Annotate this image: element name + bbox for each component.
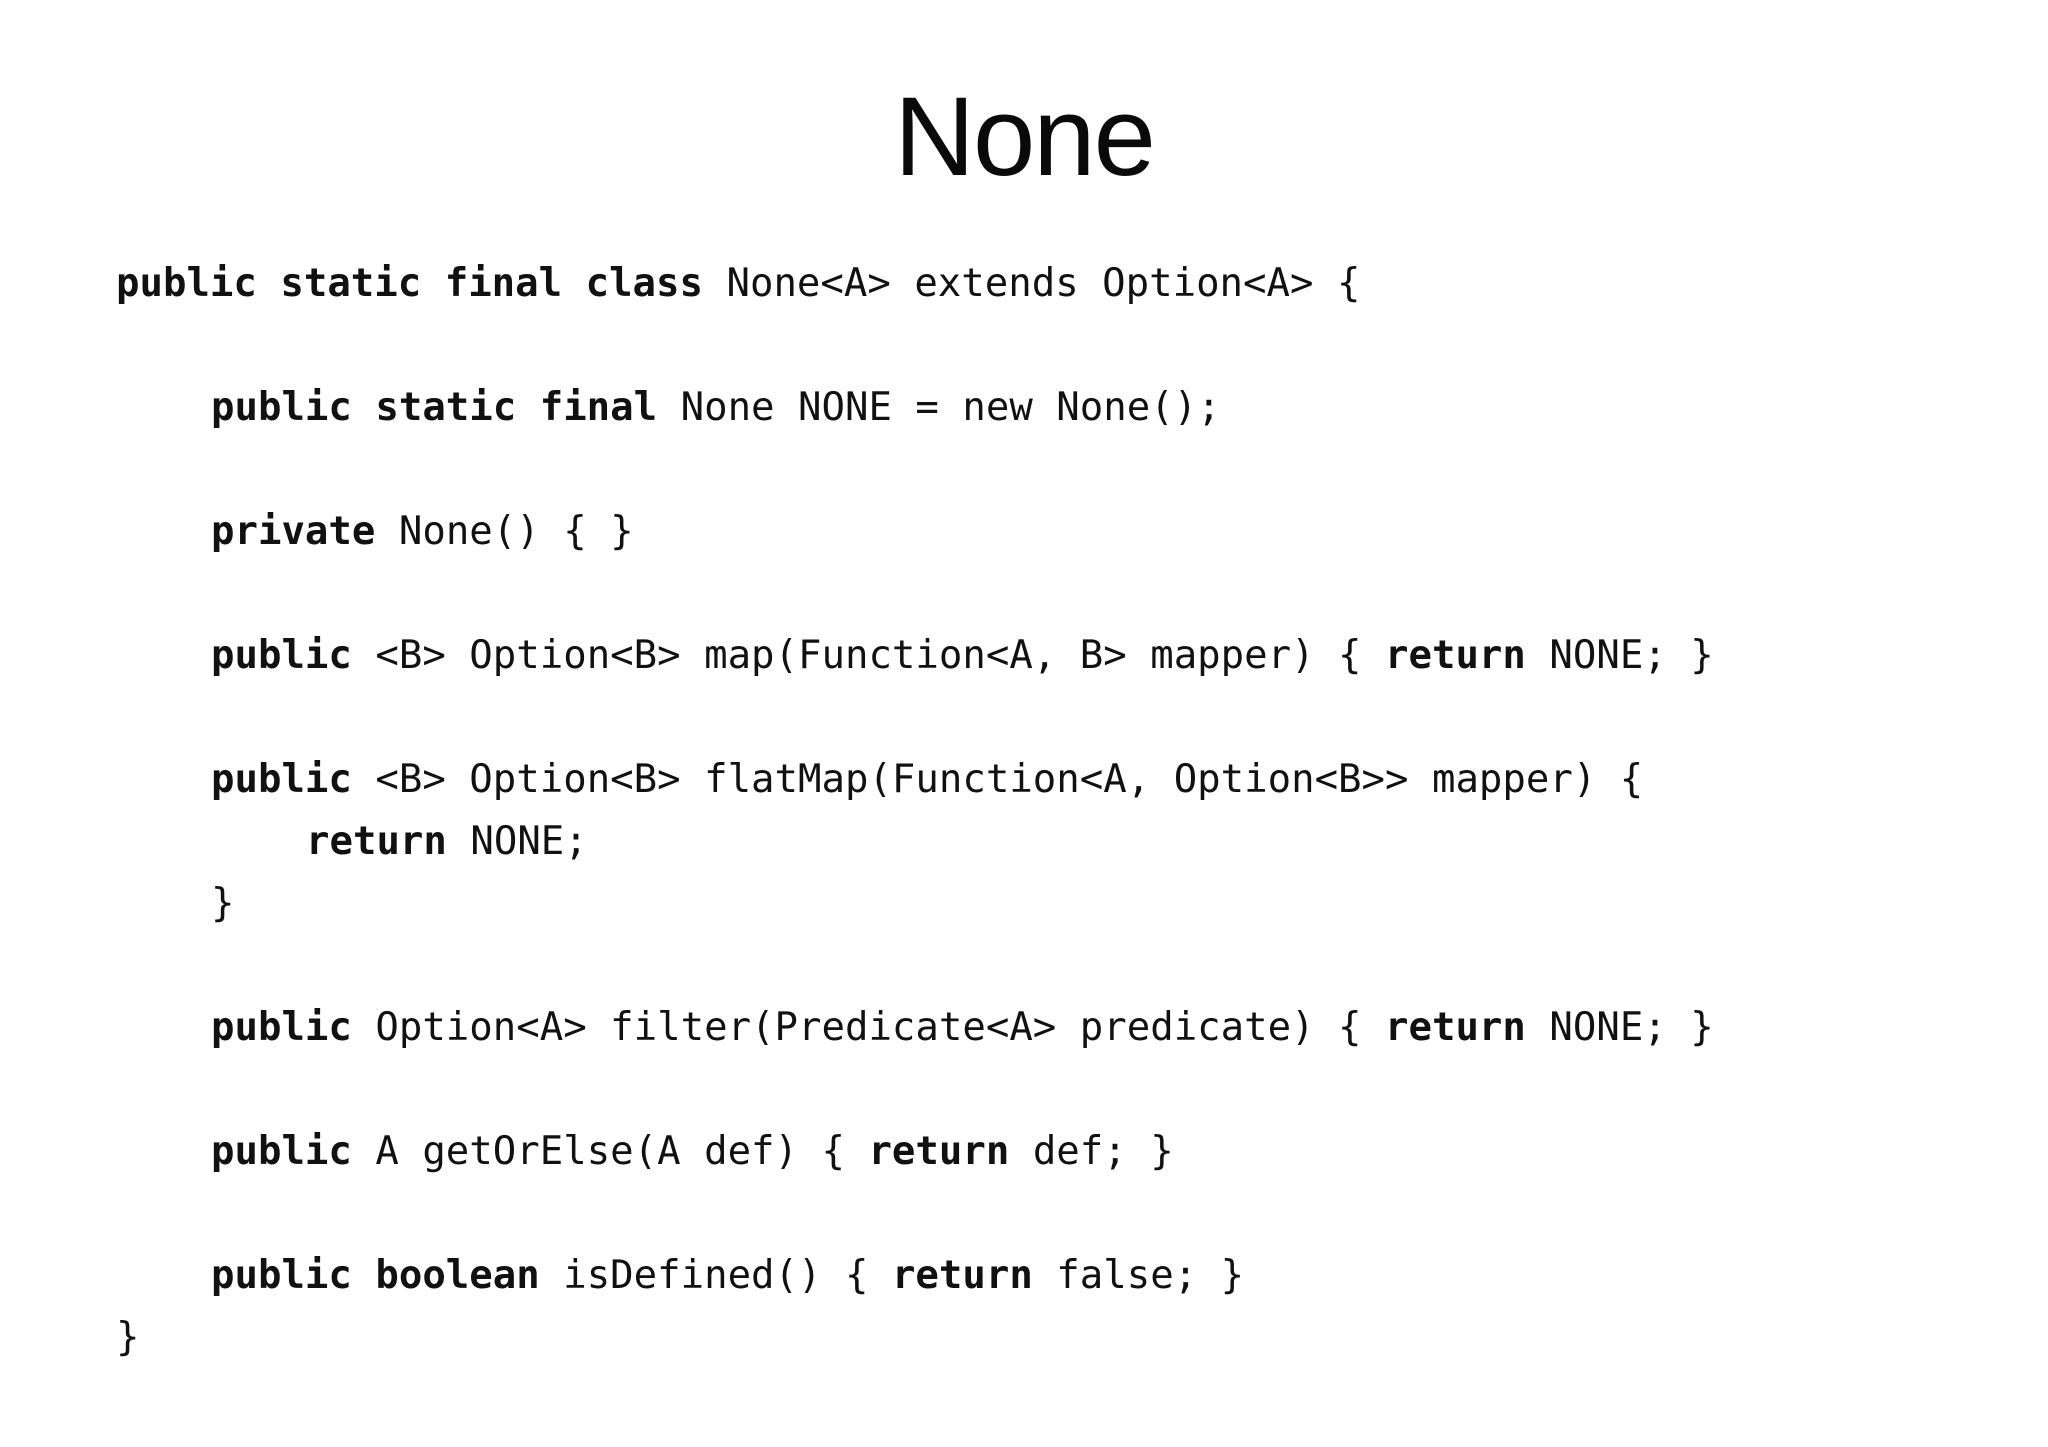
code-keyword-segment: return bbox=[1385, 1005, 1526, 1050]
code-keyword-segment: public static final class bbox=[116, 261, 703, 306]
code-keyword-segment: return bbox=[1385, 633, 1526, 678]
code-keyword-segment: public bbox=[211, 1005, 352, 1050]
code-line: } bbox=[116, 873, 1988, 935]
code-blank-line bbox=[116, 1183, 1988, 1245]
code-line: private None() { } bbox=[116, 501, 1988, 563]
code-keyword-segment: public bbox=[211, 1129, 352, 1174]
code-line: public <B> Option<B> map(Function<A, B> … bbox=[116, 625, 1988, 687]
code-keyword-segment: private bbox=[211, 509, 376, 554]
code-segment: A getOrElse(A def) { bbox=[351, 1129, 869, 1174]
code-segment: None<A> extends Option<A> { bbox=[703, 261, 1361, 306]
code-blank-line bbox=[116, 315, 1988, 377]
code-line: public <B> Option<B> flatMap(Function<A,… bbox=[116, 749, 1988, 811]
code-blank-line bbox=[116, 1059, 1988, 1121]
code-segment: } bbox=[211, 881, 235, 926]
code-segment: None() { } bbox=[375, 509, 634, 554]
code-line: return NONE; bbox=[116, 811, 1988, 873]
code-keyword-segment: return bbox=[306, 819, 447, 864]
code-line: public static final None NONE = new None… bbox=[116, 377, 1988, 439]
code-segment: None NONE = new None(); bbox=[657, 385, 1221, 430]
code-segment: NONE; } bbox=[1525, 633, 1714, 678]
code-segment: <B> Option<B> map(Function<A, B> mapper)… bbox=[351, 633, 1386, 678]
code-segment: <B> Option<B> flatMap(Function<A, Option… bbox=[351, 757, 1644, 802]
code-segment: } bbox=[116, 1315, 140, 1360]
code-segment: NONE; } bbox=[1525, 1005, 1714, 1050]
code-blank-line bbox=[116, 563, 1988, 625]
code-blank-line bbox=[116, 687, 1988, 749]
code-line: public boolean isDefined() { return fals… bbox=[116, 1245, 1988, 1307]
code-keyword-segment: return bbox=[868, 1129, 1010, 1174]
code-segment: isDefined() { bbox=[539, 1253, 892, 1298]
code-segment: def; } bbox=[1009, 1129, 1174, 1174]
code-keyword-segment: public bbox=[211, 757, 352, 802]
code-line: public A getOrElse(A def) { return def; … bbox=[116, 1121, 1988, 1183]
code-line: public static final class None<A> extend… bbox=[116, 253, 1988, 315]
code-line: } bbox=[116, 1307, 1988, 1369]
code-line: public Option<A> filter(Predicate<A> pre… bbox=[116, 997, 1988, 1059]
code-blank-line bbox=[116, 935, 1988, 997]
code-segment: Option<A> filter(Predicate<A> predicate)… bbox=[351, 1005, 1386, 1050]
slide-title: None bbox=[894, 74, 1156, 199]
code-keyword-segment: public bbox=[211, 633, 352, 678]
code-segment: NONE; bbox=[446, 819, 588, 864]
code-keyword-segment: public boolean bbox=[211, 1253, 540, 1298]
code-block: public static final class None<A> extend… bbox=[116, 253, 1988, 1369]
code-keyword-segment: public static final bbox=[211, 385, 658, 430]
code-segment: false; } bbox=[1032, 1253, 1245, 1298]
code-blank-line bbox=[116, 439, 1988, 501]
code-keyword-segment: return bbox=[891, 1253, 1033, 1298]
